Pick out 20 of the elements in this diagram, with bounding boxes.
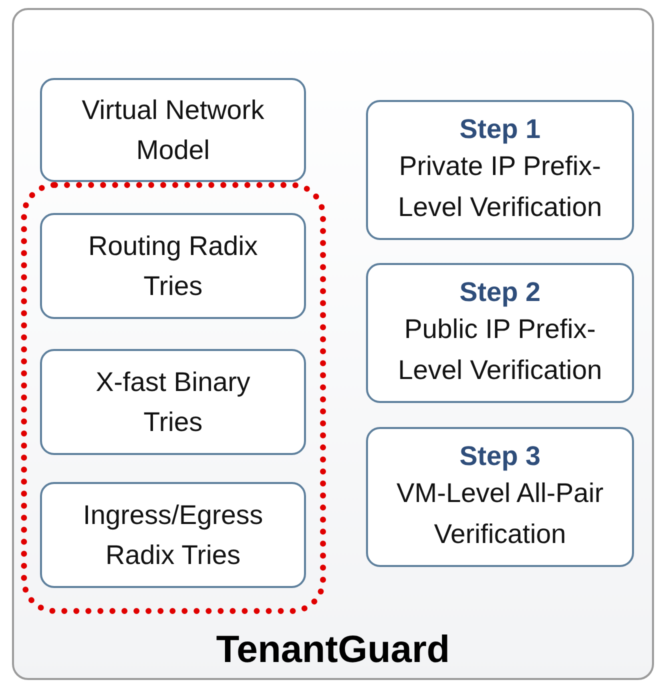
dotted-outline: [21, 182, 326, 614]
step-heading: Step 1: [459, 112, 541, 146]
module-box: [40, 482, 306, 588]
module-label: Virtual Network Model: [80, 94, 266, 167]
module-label: Ingress/Egress Radix Tries: [82, 498, 264, 572]
module-label: Private IP Prefix-Level Verification: [396, 150, 604, 224]
module-label: VM-Level All-Pair Verification: [395, 477, 605, 551]
module-box: [40, 78, 306, 182]
system-panel: [12, 8, 654, 680]
module-label: X-fast Binary Tries: [94, 366, 252, 439]
module-label: Routing Radix Tries: [87, 230, 259, 303]
module-label: Public IP Prefix-Level Verification: [396, 313, 604, 387]
system-name: TenantGuard: [215, 629, 451, 672]
step-box: [366, 263, 634, 403]
step-box: [366, 427, 634, 567]
step-heading: Step 2: [459, 276, 541, 309]
step-heading: Step 3: [459, 440, 541, 473]
module-box: [40, 213, 306, 319]
step-box: [366, 100, 634, 240]
module-box: [40, 349, 306, 455]
